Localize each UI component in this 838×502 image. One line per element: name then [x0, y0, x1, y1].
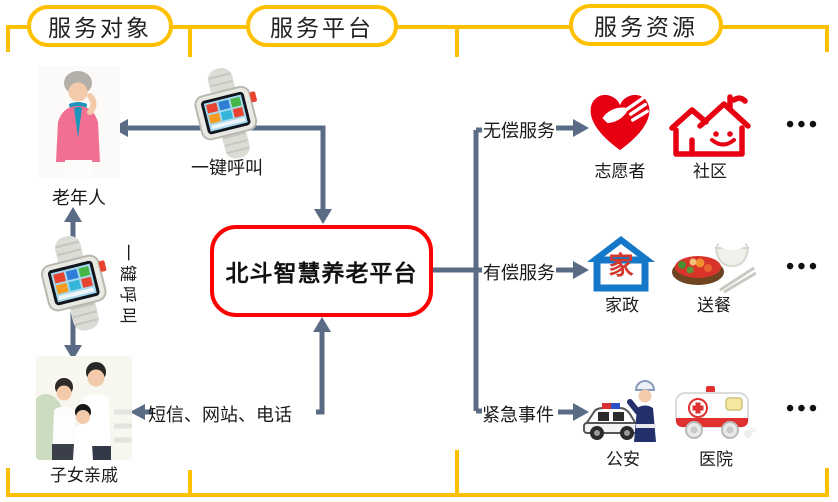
meal-delivery-label: 送餐 — [697, 296, 731, 315]
one-key-call-label: 一键呼叫 — [191, 158, 263, 178]
police-icon — [582, 374, 662, 451]
police-label: 公安 — [606, 450, 640, 469]
smartwatch-icon — [182, 67, 270, 165]
volunteer-heart-icon — [586, 86, 654, 161]
header-label: 服务对象 — [48, 16, 152, 41]
header-pill-service-resources: 服务资源 — [569, 4, 723, 46]
elderly-label: 老年人 — [52, 188, 106, 208]
arrowhead-free-service — [573, 119, 589, 137]
arrowhead-up-to-elderly — [64, 207, 82, 222]
arrowhead-left-to-family — [130, 404, 145, 420]
watch-vertical-label: 一键呼叫 — [118, 244, 137, 328]
housekeeping-label: 家政 — [605, 296, 639, 315]
arrowhead-up-to-platform-bottom — [313, 317, 331, 332]
smartwatch-icon — [28, 235, 120, 337]
ellipsis-more-free: ••• — [785, 112, 821, 138]
family-label: 子女亲戚 — [50, 466, 118, 485]
arrowhead-down-to-family — [64, 345, 82, 360]
arrowhead-emergency — [573, 403, 589, 421]
branch-label-emergency: 紧急事件 — [482, 405, 554, 425]
elderly-photo — [38, 66, 120, 183]
platform-box: 北斗智慧养老平台 — [210, 225, 433, 317]
community-house-icon — [666, 92, 754, 165]
ellipsis-more-paid: ••• — [785, 254, 821, 280]
header-label: 服务资源 — [594, 15, 698, 40]
arrowheads — [64, 119, 589, 421]
branch-label-free-service: 无偿服务 — [483, 121, 555, 141]
housekeeping-house-icon: 家 — [583, 232, 659, 292]
channels-to-platform-line — [316, 330, 325, 415]
section-frame-lines — [6, 25, 829, 497]
meal-delivery-icon — [670, 230, 757, 299]
hospital-label: 医院 — [699, 450, 733, 469]
arrowhead-paid-service — [573, 261, 589, 279]
community-label: 社区 — [693, 162, 727, 181]
ellipsis-more-emergency: ••• — [785, 396, 821, 422]
ambulance-icon — [674, 384, 756, 449]
arrowhead-down-to-platform — [314, 209, 332, 224]
channels-label: 短信、网站、电话 — [148, 405, 292, 425]
header-pill-service-objects: 服务对象 — [27, 5, 173, 47]
arrowhead-left-to-elderly — [112, 119, 128, 137]
platform-title: 北斗智慧养老平台 — [225, 261, 418, 286]
housekeeping-glyph: 家 — [608, 253, 634, 280]
volunteer-label: 志愿者 — [594, 162, 646, 181]
header-label: 服务平台 — [270, 16, 374, 41]
watch-to-platform-line — [257, 125, 326, 212]
header-pill-service-platform: 服务平台 — [246, 5, 398, 47]
family-photo — [26, 356, 132, 465]
branch-label-paid-service: 有偿服务 — [483, 263, 555, 283]
